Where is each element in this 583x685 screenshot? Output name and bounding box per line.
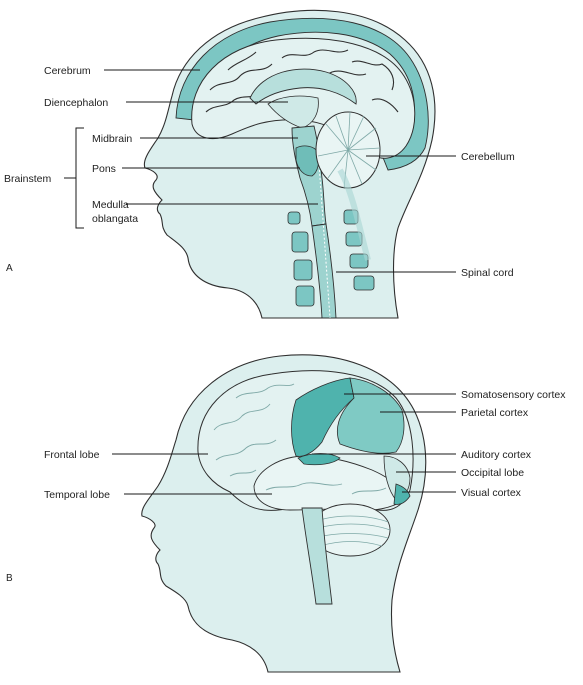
label-frontal-lobe: Frontal lobe [44, 449, 100, 461]
panel-b [141, 354, 427, 673]
label-auditory-cortex: Auditory cortex [461, 449, 532, 461]
skull-a [175, 17, 429, 171]
label-cerebrum: Cerebrum [44, 65, 91, 77]
corpus-callosum-a [249, 68, 357, 105]
panel-a-letter: A [6, 263, 13, 274]
somatosensory-cortex-region [291, 377, 355, 457]
visual-cortex-region [393, 483, 411, 505]
label-somatosensory-cortex: Somatosensory cortex [461, 389, 566, 401]
label-cerebellum: Cerebellum [461, 151, 515, 163]
gyri-b [213, 383, 387, 495]
neck-shading-a [337, 168, 371, 261]
label-midbrain: Midbrain [92, 133, 132, 145]
label-medulla-line1: Medulla [92, 199, 129, 211]
vertebrae-a [287, 209, 375, 307]
label-medulla-line2: oblangata [92, 213, 138, 225]
label-occipital-lobe: Occipital lobe [461, 467, 524, 479]
brainstem-b [301, 507, 333, 605]
label-temporal-lobe: Temporal lobe [44, 489, 110, 501]
label-brainstem: Brainstem [4, 173, 52, 185]
pons-a [295, 145, 320, 177]
panel-a [143, 9, 436, 319]
cerebellum-folia-a [317, 111, 381, 189]
auditory-cortex-region [297, 453, 341, 466]
brainstem-bracket [75, 127, 84, 229]
label-spinal-cord: Spinal cord [461, 267, 514, 279]
label-parietal-cortex: Parietal cortex [461, 407, 529, 419]
diencephalon-a [267, 95, 319, 129]
spinal-canal-a [317, 149, 331, 319]
label-diencephalon: Diencephalon [44, 97, 108, 109]
spinal-cord-a [311, 223, 337, 319]
label-pons: Pons [92, 163, 116, 175]
panel-b-letter: B [6, 573, 13, 584]
label-visual-cortex: Visual cortex [461, 487, 522, 499]
